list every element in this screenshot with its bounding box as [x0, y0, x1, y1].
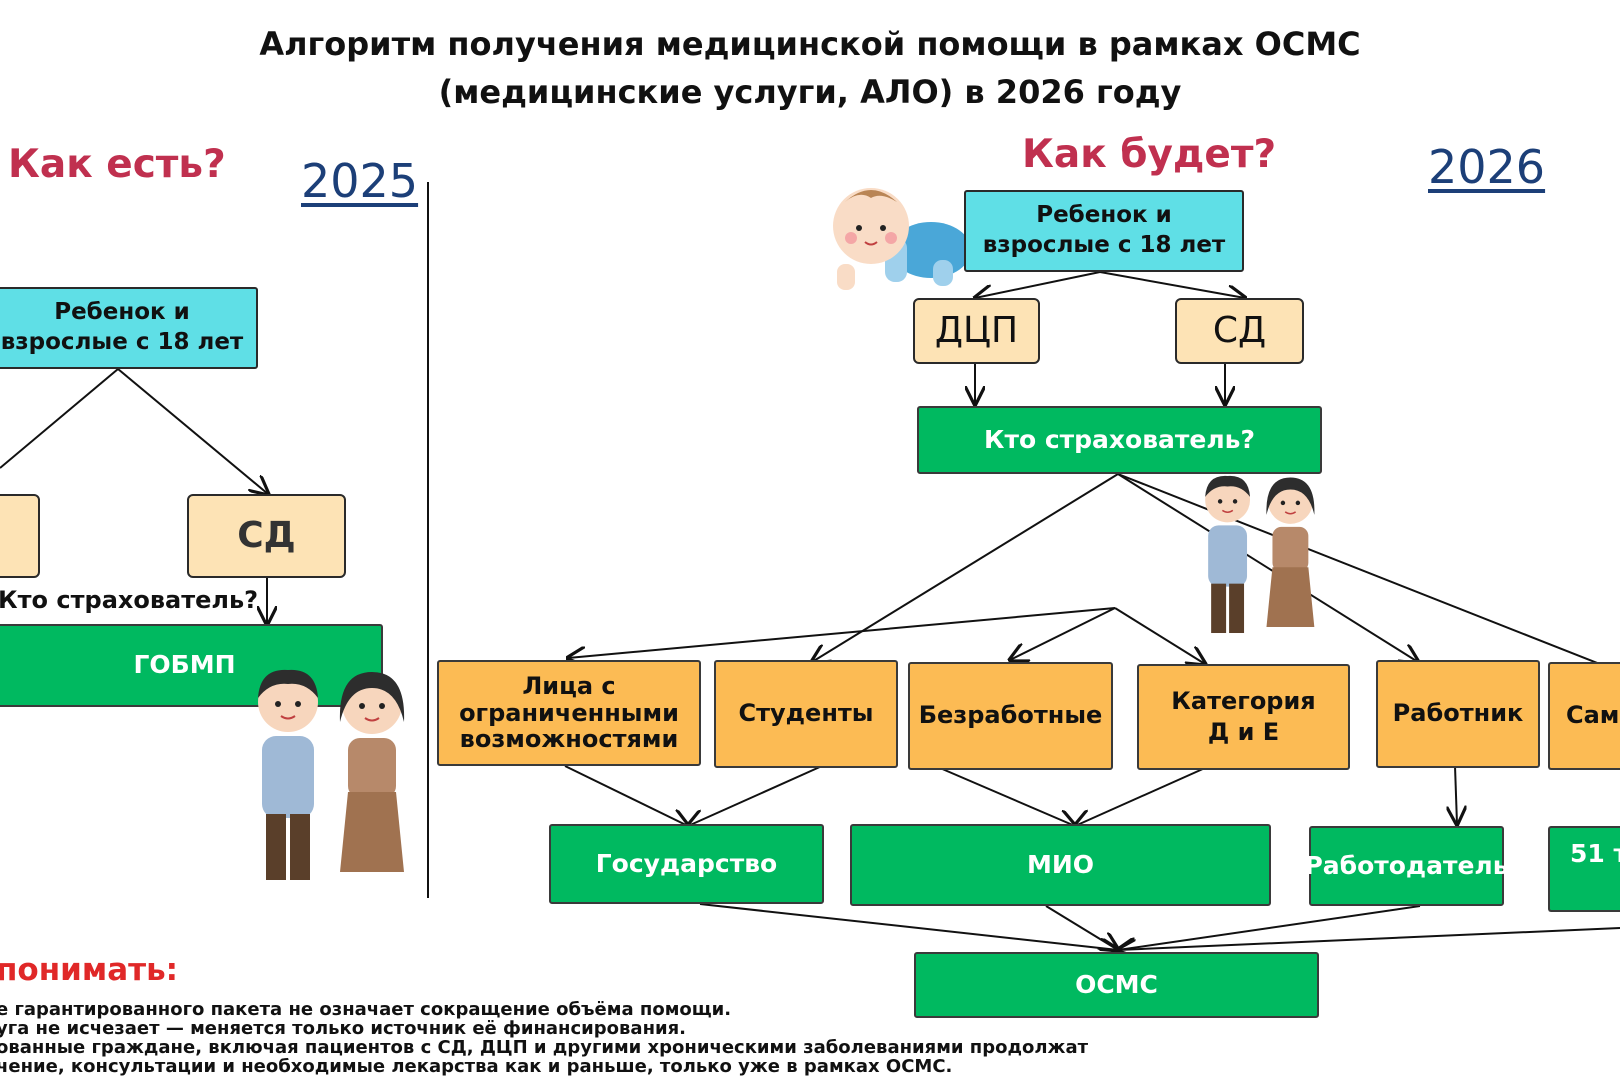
- right-root-label: Ребенок и взрослые с 18 лет: [982, 202, 1226, 258]
- note-line-1: е гарантированного пакета не означает со…: [0, 999, 732, 1020]
- right-sd-box: СД: [1175, 298, 1304, 364]
- category-students: Студенты: [714, 660, 898, 768]
- left-root-label: Ребенок и взрослые с 18 лет: [0, 299, 244, 355]
- page-title: Алгоритм получения медицинской помощи в …: [0, 20, 1620, 116]
- category-worker: Работник: [1376, 660, 1540, 768]
- payer-employer: Работодатель: [1304, 826, 1509, 906]
- right-heading: Как будет?: [1022, 132, 1277, 177]
- right-sd-label: СД: [1212, 309, 1267, 351]
- left-gobmp-label: ГОБМП: [133, 650, 236, 680]
- right-insurer-box: Кто страхователь?: [917, 406, 1322, 474]
- payer-state: Государство: [549, 824, 824, 904]
- result-osms-label: ОСМС: [1075, 969, 1158, 999]
- left-dcp-box-cropped: [0, 494, 40, 578]
- right-year: 2026: [1428, 140, 1546, 194]
- category-self-employed-label: Само: [1566, 701, 1620, 730]
- left-heading: Как есть?: [8, 142, 226, 187]
- people-illustration-left: [258, 669, 405, 880]
- note-line-2: уга не исчезает — меняется только источн…: [0, 1018, 687, 1039]
- payer-mio-label: МИО: [1026, 849, 1095, 879]
- category-disabled: Лица с ограниченными возможностями: [437, 660, 701, 766]
- payer-state-label: Государство: [595, 848, 778, 878]
- note-line-4: чение, консультации и необходимые лекарс…: [0, 1056, 953, 1077]
- left-insurer-question: Кто страхователь?: [0, 586, 259, 614]
- category-d-e-label: Категория Д и Е: [1171, 686, 1316, 746]
- right-dcp-box: ДЦП: [913, 298, 1040, 364]
- left-gobmp-box: ГОБМП: [0, 624, 383, 707]
- payer-employer-label: Работодатель: [1304, 850, 1509, 880]
- payer-51-cropped: 51 т: [1548, 826, 1620, 912]
- left-sd-label: СД: [237, 514, 296, 556]
- category-unemployed-label: Безработные: [918, 701, 1103, 730]
- notes-list: е гарантированного пакета не означает со…: [0, 1000, 1088, 1076]
- category-d-e: Категория Д и Е: [1137, 664, 1350, 770]
- title-line-1: Алгоритм получения медицинской помощи в …: [259, 25, 1361, 63]
- people-illustration-right: [1205, 475, 1315, 634]
- category-worker-label: Работник: [1392, 699, 1524, 728]
- baby-illustration: [833, 188, 971, 290]
- category-disabled-label: Лица с ограниченными возможностями: [459, 672, 679, 754]
- left-year: 2025: [301, 154, 419, 208]
- title-line-2: (медицинские услуги, АЛО) в 2026 году: [438, 73, 1182, 111]
- note-line-3: ованные граждане, включая пациентов с СД…: [0, 1037, 1089, 1058]
- payer-51-label: 51 т: [1570, 839, 1620, 868]
- right-root-box: Ребенок и взрослые с 18 лет: [964, 190, 1244, 272]
- right-dcp-label: ДЦП: [934, 309, 1019, 351]
- notes-heading: понимать:: [0, 952, 179, 988]
- category-self-employed-cropped: Само: [1548, 662, 1620, 770]
- right-insurer-label: Кто страхователь?: [984, 424, 1255, 454]
- category-unemployed: Безработные: [908, 662, 1113, 770]
- payer-mio: МИО: [850, 824, 1271, 906]
- result-osms: ОСМС: [914, 952, 1319, 1018]
- left-sd-box: СД: [187, 494, 346, 578]
- category-students-label: Студенты: [738, 699, 874, 728]
- left-root-box: Ребенок и взрослые с 18 лет: [0, 287, 258, 369]
